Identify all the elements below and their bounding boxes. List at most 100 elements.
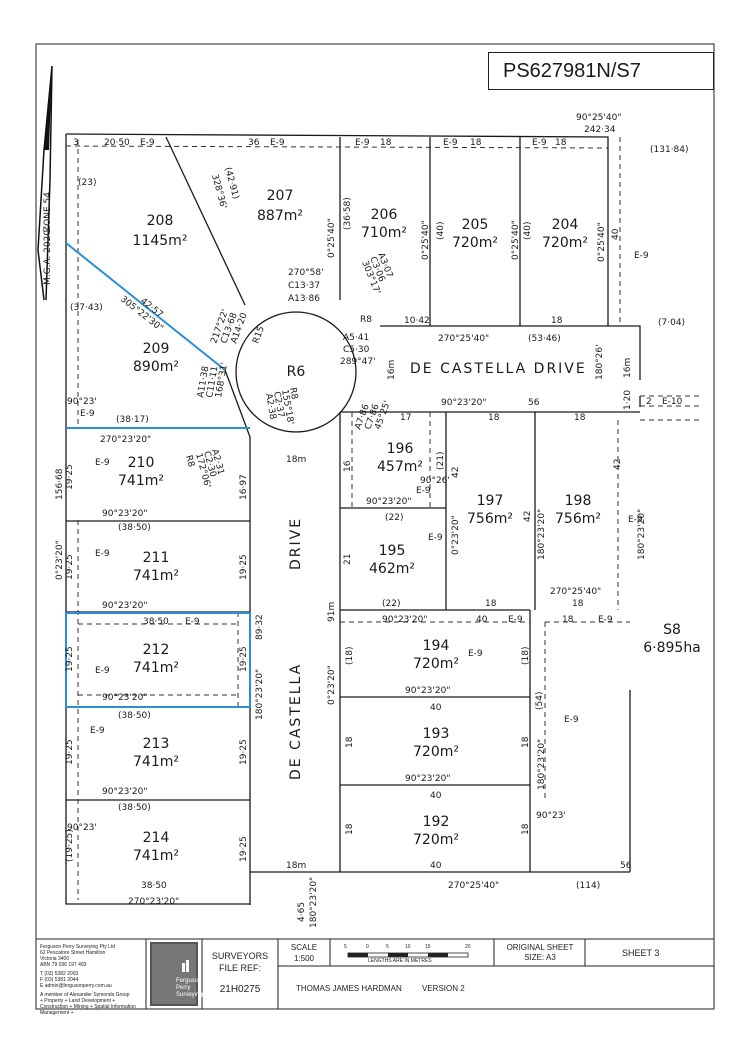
lot-id: 205: [462, 217, 489, 233]
dim: 90°23'20": [382, 615, 427, 625]
firm-phone: T (03) 5382 2003: [40, 971, 79, 977]
dim: 180°26': [595, 344, 605, 380]
dim: 90°23'20": [405, 686, 450, 696]
dim: 38·50: [143, 617, 169, 627]
scale-tick-5: 20: [465, 944, 471, 950]
lot-id: 192: [423, 814, 450, 830]
dim: 242·34: [584, 125, 616, 135]
dim: E-9: [80, 409, 95, 419]
dim: 40: [430, 703, 442, 713]
dim: 180°23'20": [537, 739, 547, 790]
lot-id: 209: [143, 341, 170, 357]
dim: (53·46): [528, 334, 561, 344]
dim: E-9: [95, 549, 110, 559]
original-sheet-block: ORIGINAL SHEET SIZE: A3: [496, 943, 584, 963]
logo-text: Ferguson Perry Surveying: [176, 978, 203, 999]
dim: (36·58): [343, 197, 353, 230]
lot-area: 462m²: [369, 561, 415, 577]
original-sheet-size: SIZE: A3: [524, 953, 556, 962]
dim: 90°23': [536, 811, 566, 821]
dim: (38·17): [116, 415, 149, 425]
firm-details: Ferguson Perry Surveying Pty Ltd 62 Pesc…: [40, 944, 144, 1016]
scale-tick-2: 5: [386, 944, 389, 950]
dim: 289°47': [340, 357, 376, 367]
dim: C5·30: [343, 345, 370, 355]
dim: 18: [521, 823, 531, 835]
lot-id: 213: [143, 736, 170, 752]
lot-area: 720m²: [413, 744, 459, 760]
dim: C13·37: [288, 281, 320, 291]
dim: 1·20: [623, 390, 633, 410]
dim: E-9: [416, 486, 431, 496]
dim: 40: [476, 615, 488, 625]
dim: 180°23'20": [255, 669, 265, 720]
dim: (37·43): [70, 303, 103, 313]
lot-area: 720m²: [413, 656, 459, 672]
dim: 90°23': [67, 823, 97, 833]
dim: 90°23'20": [102, 601, 147, 611]
plan-number: PS627981N/S7: [488, 52, 714, 90]
firm-email: E admin@fergusonperry.com.au: [40, 983, 112, 989]
dim: (38·50): [118, 803, 151, 813]
lot-area: 457m²: [377, 459, 423, 475]
dim: R15: [251, 325, 266, 345]
firm-services: + Property + Land Development + Construc…: [40, 998, 136, 1016]
lot-area: 741m²: [133, 568, 179, 584]
dim: 90°23'20": [102, 509, 147, 519]
lot-id: 197: [477, 493, 504, 509]
dim: 180°23'20": [309, 877, 319, 928]
file-ref-block: SURVEYORS FILE REF: 21H0275: [204, 950, 276, 996]
dim: E-9: [532, 138, 547, 148]
surveyors-label: SURVEYORS: [211, 951, 269, 961]
scale-tick-4: 15: [425, 944, 431, 950]
scale-tick-1: 0: [366, 944, 369, 950]
company-logo: [150, 942, 198, 1006]
scale-tick-0: 5: [344, 944, 347, 950]
sheet-number: SHEET 3: [622, 948, 660, 958]
dim: 180°23'20": [537, 509, 547, 560]
dim: 18: [521, 736, 531, 748]
file-ref: 21H0275: [219, 984, 261, 995]
lot-id: 208: [147, 213, 174, 229]
lot-area: 720m²: [542, 235, 588, 251]
dim: 90°23'20": [102, 787, 147, 797]
dim: (23): [78, 178, 96, 188]
lot-id: 214: [143, 830, 170, 846]
lot-area: 756m²: [555, 511, 601, 527]
dim: 90°23'20": [366, 497, 411, 507]
lot-area: 756m²: [467, 511, 513, 527]
dim: 270°23'20": [100, 435, 151, 445]
north-arrow-icon: [37, 65, 53, 301]
dim: 42: [451, 467, 461, 478]
lot-area: 890m²: [133, 359, 179, 375]
dim: 270°25'40": [550, 587, 601, 597]
dim: 0°25'40": [511, 220, 521, 260]
logo-line: Surveying: [176, 992, 203, 998]
dim: E-9: [428, 533, 443, 543]
north-grid-label: M.G.A. 2020: [43, 230, 53, 285]
logo-line: Ferguson: [176, 978, 202, 984]
dim: 0°25'40": [421, 220, 431, 260]
dim: E-9: [140, 138, 155, 148]
dim: 0°25'40": [597, 222, 607, 262]
dim: (22): [385, 513, 403, 523]
lot-labels: 208 1145m² 207 887m² 206 710m² 205 720m²…: [118, 188, 701, 864]
file-ref-label: FILE REF:: [218, 963, 261, 973]
dim: 17: [400, 413, 411, 423]
dim: 0°25'40": [327, 218, 337, 258]
dim: 90°23'20": [441, 398, 486, 408]
lot-area: 710m²: [361, 225, 407, 241]
highlight-lines: [65, 242, 251, 708]
logo-line: Perry: [176, 985, 191, 991]
dim: 19·25: [239, 836, 249, 862]
dim: 18: [488, 413, 500, 423]
dim: 91m: [327, 602, 337, 622]
dim: E-9: [90, 726, 105, 736]
lot-area: 720m²: [452, 235, 498, 251]
dim: (19·25): [65, 829, 75, 862]
dim: 16m: [623, 358, 633, 378]
lot-area: 741m²: [133, 754, 179, 770]
dim: 16m: [387, 360, 397, 380]
road-name: DE CASTELLA DRIVE: [410, 361, 587, 377]
